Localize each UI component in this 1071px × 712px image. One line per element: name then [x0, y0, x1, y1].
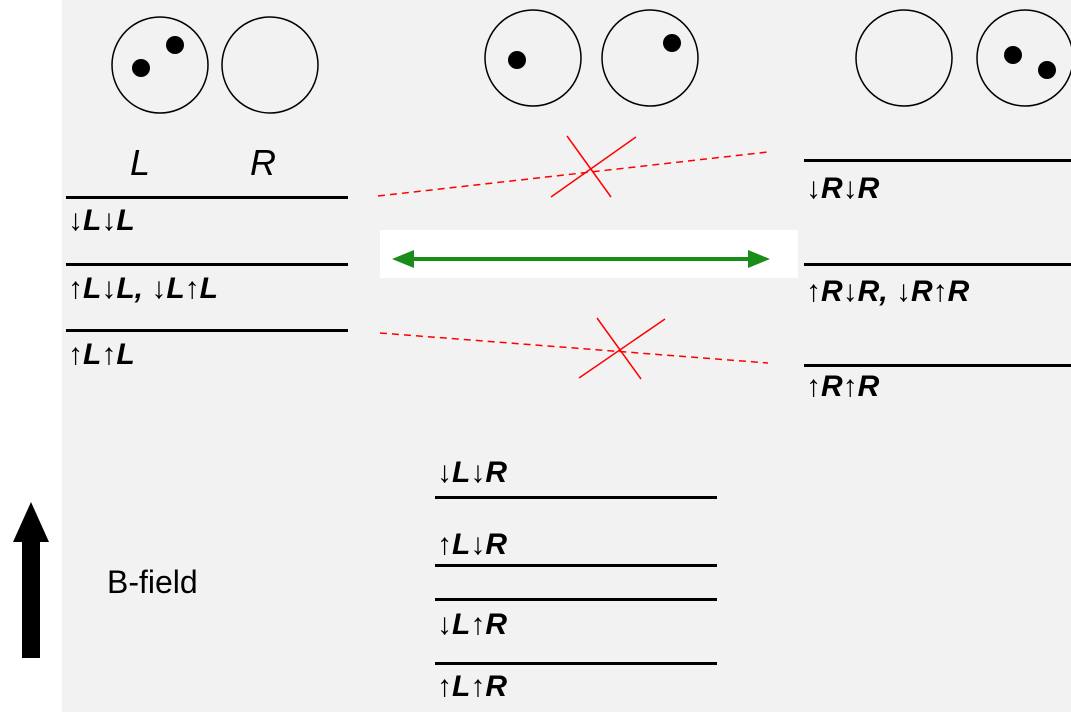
- left-dot-circle: [484, 9, 582, 107]
- left-dot-circle: [855, 9, 953, 107]
- b-field-arrow-icon: [13, 502, 49, 658]
- middle-state-1: ↓L↓R: [437, 456, 507, 489]
- middle-state-2: ↑L↓R: [437, 528, 507, 561]
- forbidden-transition-line-bottom: [379, 332, 769, 364]
- b-field-label: B-field: [107, 564, 198, 600]
- header-right-dot: R: [250, 142, 276, 183]
- electron: [132, 59, 150, 77]
- level-line: [66, 196, 348, 199]
- right-dot-circle: [221, 16, 319, 114]
- dot-config-right-occupied: [855, 9, 1071, 107]
- header-left-dot: L: [130, 142, 151, 183]
- level-line: [66, 263, 348, 266]
- level-line: [435, 496, 717, 499]
- middle-state-4: ↑L↑R: [437, 670, 507, 703]
- electron: [1038, 61, 1056, 79]
- forbidden-cross-top: [550, 135, 637, 198]
- level-line: [435, 598, 717, 601]
- allowed-transition-arrow: [392, 250, 770, 268]
- middle-state-3: ↓L↑R: [437, 608, 507, 641]
- left-state-3: ↑L↑L: [68, 338, 135, 371]
- dot-config-left-occupied: [111, 16, 319, 114]
- level-line: [435, 564, 717, 567]
- electron: [508, 51, 526, 69]
- electron: [166, 36, 184, 54]
- dot-config-split: [484, 9, 699, 107]
- left-state-2: ↑L↓L, ↓L↑L: [68, 272, 218, 305]
- diagram-background: [62, 0, 1071, 712]
- level-line: [804, 263, 1071, 266]
- electron: [663, 34, 681, 52]
- right-dot-circle: [976, 9, 1071, 107]
- left-state-1: ↓L↓L: [68, 204, 135, 237]
- right-state-1: ↓R↓R: [806, 172, 880, 205]
- right-state-3: ↑R↑R: [806, 370, 880, 403]
- level-line: [435, 662, 717, 665]
- electron: [1004, 46, 1022, 64]
- right-state-2: ↑R↓R, ↓R↑R: [806, 275, 970, 308]
- level-line: [804, 159, 1071, 162]
- forbidden-transition-line-top: [377, 151, 769, 197]
- level-line: [66, 329, 348, 332]
- right-dot-circle: [601, 9, 699, 107]
- level-line: [804, 364, 1071, 367]
- left-dot-circle: [111, 16, 209, 114]
- forbidden-cross-bottom: [578, 317, 666, 380]
